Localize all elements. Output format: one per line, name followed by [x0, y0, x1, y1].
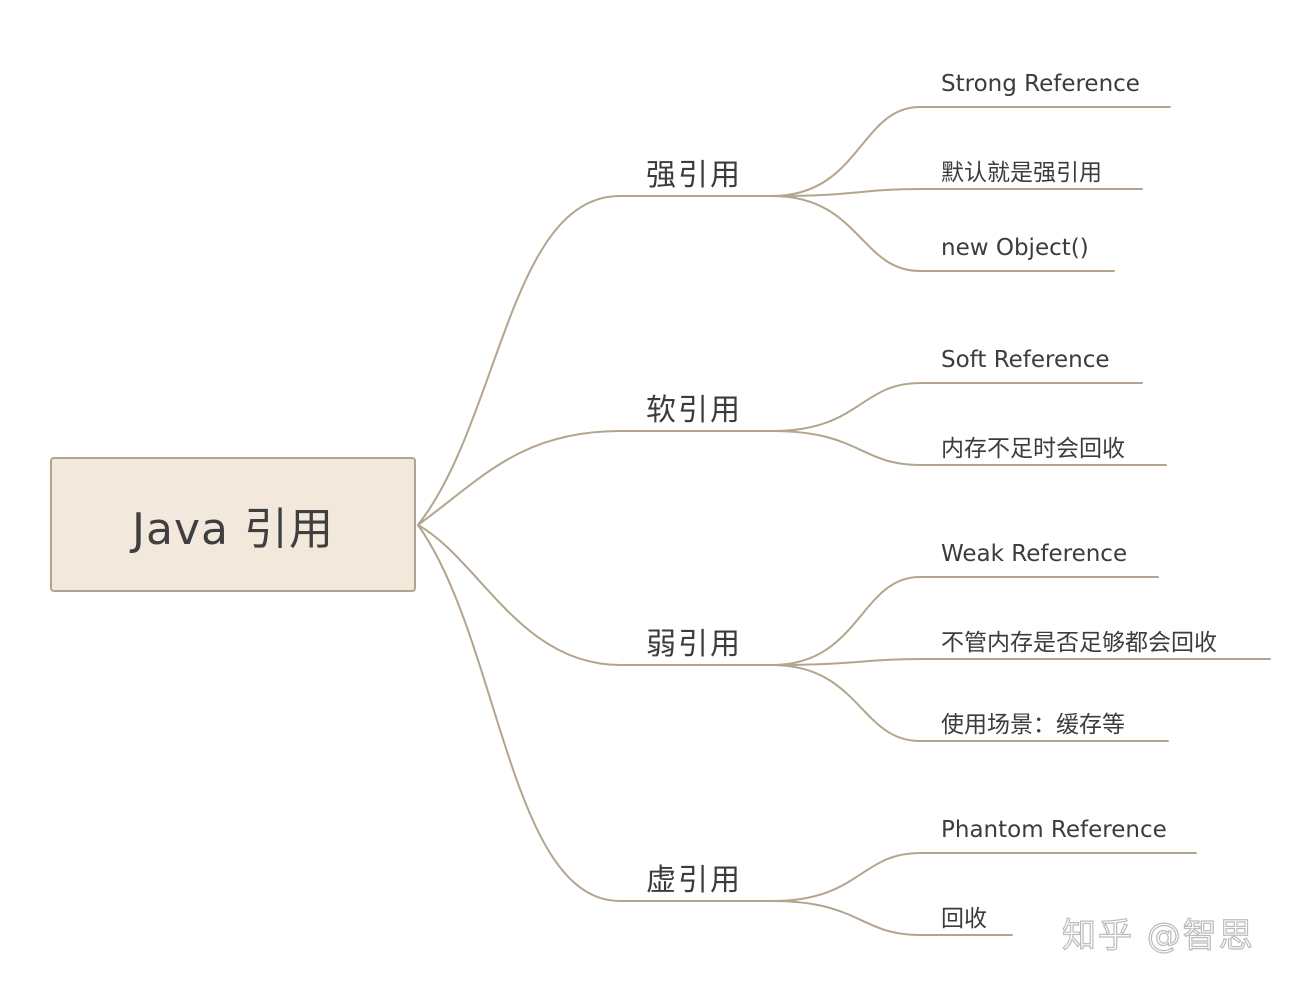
branch-weak-reference[interactable]: 弱引用: [646, 627, 742, 662]
leaf-weak-english-name[interactable]: Weak Reference: [941, 541, 1128, 567]
leaf-strong-default[interactable]: 默认就是强引用: [941, 160, 1102, 186]
leaf-soft-behavior[interactable]: 内存不足时会回收: [941, 436, 1125, 462]
root-node[interactable]: Java 引用: [50, 457, 416, 592]
leaf-soft-english-name[interactable]: Soft Reference: [941, 347, 1110, 373]
leaf-strong-english-name[interactable]: Strong Reference: [941, 71, 1140, 97]
connector-weak-2: [771, 658, 1271, 666]
connector-strong-3: [771, 195, 1115, 272]
connector-soft-1: [771, 382, 1143, 432]
root-node-label: Java 引用: [132, 503, 334, 555]
connector-strong-1: [771, 106, 1171, 197]
leaf-phantom-english-name[interactable]: Phantom Reference: [941, 817, 1167, 843]
connector-phantom-1: [771, 852, 1197, 902]
leaf-phantom-behavior[interactable]: 回收: [941, 906, 987, 932]
connector-root-soft: [417, 430, 773, 526]
branch-soft-reference[interactable]: 软引用: [646, 393, 742, 428]
leaf-weak-use-case[interactable]: 使用场景：缓存等: [941, 712, 1125, 738]
branch-phantom-reference[interactable]: 虚引用: [646, 863, 742, 898]
connector-weak-1: [771, 576, 1159, 666]
connector-root-weak: [417, 524, 773, 666]
leaf-strong-example[interactable]: new Object(): [941, 235, 1089, 261]
connector-soft-2: [771, 430, 1167, 466]
leaf-weak-behavior[interactable]: 不管内存是否足够都会回收: [941, 630, 1217, 656]
connector-root-phantom: [417, 524, 773, 902]
connector-phantom-2: [771, 900, 1013, 936]
zhihu-watermark: 知乎 @智思: [1061, 915, 1255, 956]
connector-root-strong: [417, 195, 773, 526]
connector-weak-3: [771, 664, 1169, 742]
branch-strong-reference[interactable]: 强引用: [646, 158, 742, 193]
connector-strong-2: [771, 188, 1143, 197]
